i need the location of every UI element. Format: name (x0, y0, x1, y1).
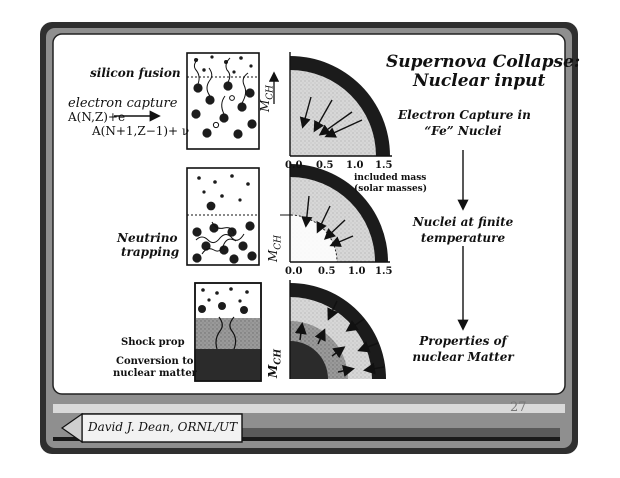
neutrino-label-line1: Neutrino (117, 231, 178, 245)
tick-q1-0: 0.0 (285, 160, 303, 171)
flow-step3-line2: nuclear Matter (412, 350, 514, 364)
mch-label-3: MCH (266, 349, 284, 378)
conversion-label-line1: Conversion to (116, 356, 194, 367)
mch-label-2: MCH (266, 234, 284, 262)
footer-author: David J. Dean, ORNL/UT (88, 420, 238, 434)
flow-step1-line2: “Fe” Nuclei (424, 124, 502, 138)
tick-q1-1: 0.5 (316, 160, 334, 171)
tick-q1-2: 1.0 (346, 160, 364, 171)
conversion-label-line2: nuclear matter (113, 368, 197, 379)
box-neutrino-trapping (186, 167, 260, 266)
star-quadrant-2 (280, 162, 390, 263)
tick-q2-1: 0.5 (318, 266, 336, 277)
mch-label-1: MCH (258, 84, 276, 112)
box-shock-conversion (194, 282, 262, 382)
tick-q2-0: 0.0 (285, 266, 303, 277)
electron-capture-label: electron capture (68, 96, 178, 111)
box-silicon-fusion (186, 52, 260, 150)
shock-prop-label: Shock prop (121, 337, 185, 348)
silicon-fusion-label: silicon fusion (90, 66, 181, 80)
flow-step1-line1: Electron Capture in (398, 108, 531, 122)
tick-q2-3: 1.5 (375, 266, 393, 277)
flow-step2-line1: Nuclei at finite (412, 215, 514, 229)
page-number: 27 (510, 400, 527, 415)
tick-q2-2: 1.0 (348, 266, 366, 277)
neutrino-label-line2: trapping (121, 245, 180, 259)
slide-title-line1: Supernova Collapse: (386, 52, 581, 72)
flow-step2-line2: temperature (420, 231, 506, 245)
reaction-line1: A(N,Z)+e (68, 110, 126, 124)
tick-q1-3: 1.5 (375, 160, 393, 171)
slide-title-line2: Nuclear input (413, 71, 546, 91)
reaction-line2: A(N+1,Z−1)+ ν (92, 124, 190, 138)
flow-step3-line1: Properties of (419, 334, 507, 348)
star-quadrant-3 (289, 280, 386, 379)
included-mass-line1: included mass (354, 173, 427, 183)
included-mass-line2: (solar masses) (354, 184, 427, 194)
star-quadrant-1 (268, 52, 392, 157)
